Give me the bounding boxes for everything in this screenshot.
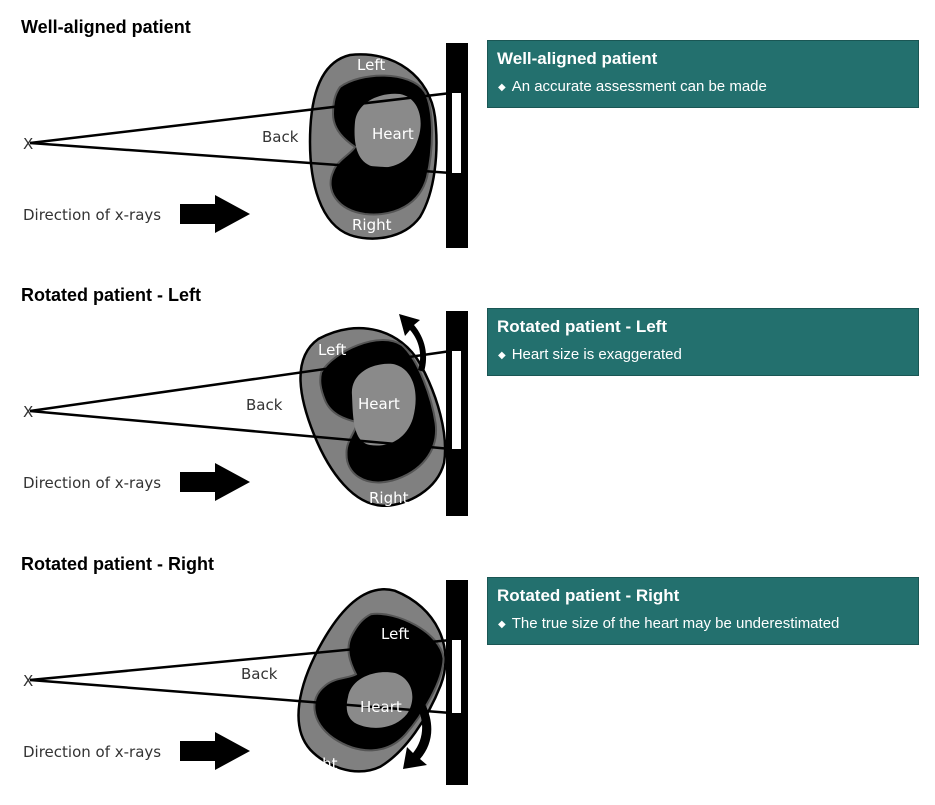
info-bullet-text: An accurate assessment can be made — [511, 78, 767, 95]
back-label: Back — [246, 396, 283, 414]
right-arrow-icon — [180, 463, 250, 501]
section-rotated-right: Rotated patient - Right X Back Heart Lef… — [0, 537, 935, 805]
info-bullet: ◆ The true size of the heart may be under… — [498, 615, 839, 632]
curved-arrow-icon — [399, 314, 427, 372]
xray-diagram-rotated-right: X Back Heart Left Right Direction of x-r… — [23, 580, 468, 785]
back-label: Back — [262, 128, 299, 146]
section-title: Rotated patient - Left — [21, 285, 201, 305]
direction-label: Direction of x-rays — [23, 743, 161, 761]
right-label: Right — [369, 489, 409, 507]
left-label: Left — [381, 625, 409, 643]
left-label: Left — [318, 341, 346, 359]
back-label: Back — [241, 665, 278, 683]
detector-film — [450, 349, 463, 451]
xray-beam-top — [29, 349, 452, 413]
right-label: Right — [298, 755, 338, 773]
detector-film — [450, 638, 463, 715]
xray-diagram-rotated-left: X Back Heart Left Right Direction of x-r… — [23, 311, 468, 516]
source-label: X — [23, 672, 33, 690]
info-bullet: ◆ An accurate assessment can be made — [498, 78, 767, 95]
heart-shape — [354, 93, 421, 168]
info-bullet-text: The true size of the heart may be undere… — [511, 615, 840, 632]
xray-beam-top — [29, 91, 452, 145]
xray-beam-bottom — [29, 141, 452, 175]
diamond-bullet-icon: ◆ — [498, 82, 506, 93]
right-arrow-icon — [180, 195, 250, 233]
diamond-bullet-icon: ◆ — [498, 619, 506, 630]
xray-beam-top — [29, 638, 452, 682]
curved-arrow-icon — [403, 704, 432, 769]
right-label: Right — [352, 216, 392, 234]
heart-label: Heart — [358, 395, 400, 413]
heart-label: Heart — [360, 698, 402, 716]
section-title: Rotated patient - Right — [21, 554, 214, 574]
direction-label: Direction of x-rays — [23, 206, 161, 224]
info-box: Rotated patient - Right ◆ The true size o… — [487, 577, 919, 645]
xray-beam-bottom — [29, 409, 452, 451]
info-box-title: Rotated patient - Left — [497, 317, 667, 336]
info-bullet: ◆ Heart size is exaggerated — [498, 346, 682, 363]
info-box: Rotated patient - Left ◆ Heart size is ex… — [487, 308, 919, 376]
detector-film — [450, 91, 463, 175]
xray-diagram-well-aligned: X Back Heart Left Right Direction of x-r… — [23, 43, 468, 248]
heart-shape — [346, 672, 413, 728]
info-box-title: Well-aligned patient — [497, 49, 658, 68]
source-label: X — [23, 135, 33, 153]
section-well-aligned: Well-aligned patient X Back Heart Left R… — [0, 0, 935, 268]
left-label: Left — [357, 56, 385, 74]
xray-beam-bottom — [29, 678, 452, 715]
diamond-bullet-icon: ◆ — [498, 350, 506, 361]
heart-shape — [351, 363, 416, 446]
heart-label: Heart — [372, 125, 414, 143]
info-bullet-text: Heart size is exaggerated — [511, 346, 682, 363]
right-arrow-icon — [180, 732, 250, 770]
info-box-title: Rotated patient - Right — [497, 586, 680, 605]
source-label: X — [23, 403, 33, 421]
info-box: Well-aligned patient ◆ An accurate assess… — [487, 40, 919, 108]
section-rotated-left: Rotated patient - Left X Back Heart Left… — [0, 268, 935, 536]
section-title: Well-aligned patient — [21, 17, 191, 37]
direction-label: Direction of x-rays — [23, 474, 161, 492]
